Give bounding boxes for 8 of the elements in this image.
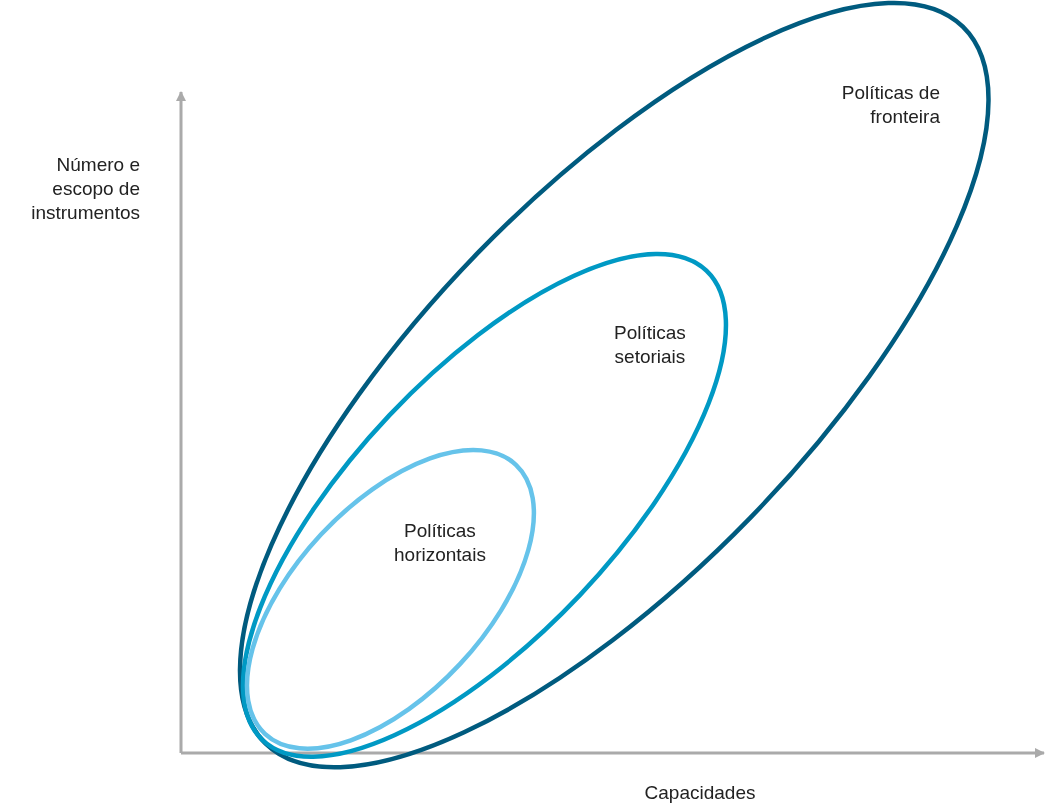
region-label: Políticas de fronteira: [840, 81, 940, 129]
ellipse-region: [236, 0, 992, 771]
region-label: Políticas setoriais: [613, 321, 687, 369]
region-label: Políticas horizontais: [393, 518, 487, 567]
axis-label: Número e escopo de instrumentos: [30, 153, 140, 225]
ellipse-region: [243, 446, 537, 752]
axis-label: Capacidades: [643, 781, 757, 804]
ellipse-region: [239, 250, 729, 760]
